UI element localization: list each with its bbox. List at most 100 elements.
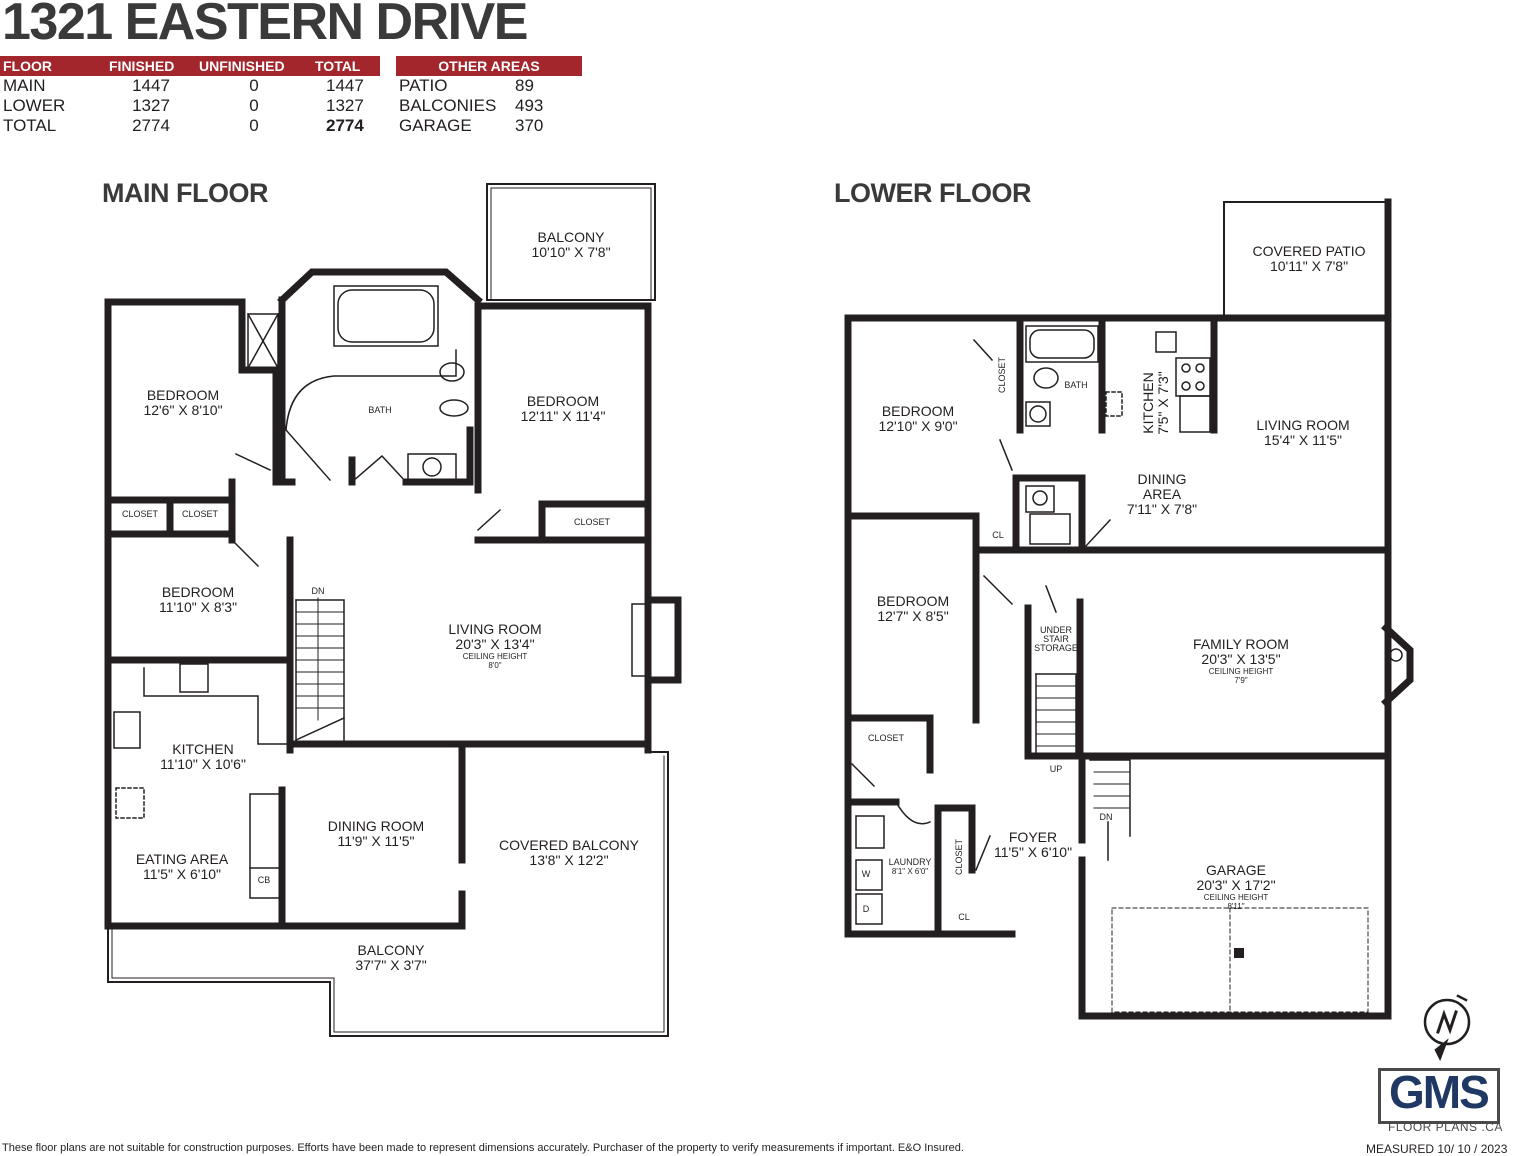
lower-closet-c-label: CLOSET xyxy=(954,838,964,876)
cell: 1327 xyxy=(326,96,364,115)
cell: 1447 xyxy=(326,76,364,95)
room-dim: 20'3" X 13'5" xyxy=(1201,651,1281,667)
other-areas-table: OTHER AREAS PATIO 89 BALCONIES 493 GARAG… xyxy=(396,56,582,136)
north-arrow-icon xyxy=(1423,994,1471,1062)
cell: 1447 xyxy=(132,76,170,95)
laundry-name: LAUNDRY xyxy=(888,857,932,867)
room-dim: 12'7" X 8'5" xyxy=(877,608,949,624)
main-closet1-label: CLOSET xyxy=(121,509,159,519)
cell: 0 xyxy=(249,116,259,135)
under-stair-line1: UNDER xyxy=(1039,625,1073,635)
room-name: KITCHEN xyxy=(172,741,234,757)
main-bath-label: BATH xyxy=(368,405,392,415)
cell: 0 xyxy=(249,76,259,95)
under-stair-line3: STORAGE xyxy=(1034,643,1078,653)
room-dim: 15'4" X 11'5" xyxy=(1263,432,1343,448)
table-row: BALCONIES 493 xyxy=(396,96,582,116)
col-floor: FLOOR xyxy=(0,56,106,76)
logo-text: GMS xyxy=(1389,1066,1490,1118)
room-dim: 11'5" X 6'10" xyxy=(993,844,1073,860)
room-ceiling-value: 8'0" xyxy=(488,661,502,670)
table-row: GARAGE 370 xyxy=(396,116,582,136)
lower-cl1-label: CL xyxy=(992,530,1004,540)
page-title: 1321 EASTERN DRIVE xyxy=(2,0,528,51)
room-dim: 11'5" X 6'10" xyxy=(142,866,222,882)
room-name: BEDROOM xyxy=(876,593,950,609)
room-dim: 11'10" X 10'6" xyxy=(160,756,246,772)
lower-up-label: UP xyxy=(1049,764,1063,774)
cell: MAIN xyxy=(3,76,46,95)
cell: 89 xyxy=(515,76,534,95)
main-floor-title: MAIN FLOOR xyxy=(102,178,268,208)
lower-patio-outline xyxy=(1111,201,1389,1013)
col-total: TOTAL xyxy=(312,56,380,76)
cell: 493 xyxy=(515,96,544,115)
lower-closet-b-label: CLOSET xyxy=(867,733,905,743)
cell: BALCONIES xyxy=(399,96,497,115)
lower-details xyxy=(850,325,1403,925)
cell: PATIO xyxy=(399,76,448,95)
logo-subtext: FLOOR PLANS .CA xyxy=(1388,1120,1503,1134)
room-name: EATING AREA xyxy=(135,851,229,867)
main-balcony-outlines xyxy=(107,183,669,1037)
room-name: DINING xyxy=(1137,471,1187,487)
under-stair-line2: STAIR xyxy=(1043,634,1069,644)
room-dim: 12'6" X 8'10" xyxy=(143,402,223,418)
table-row: TOTAL 2774 0 2774 xyxy=(0,116,380,136)
table-row: PATIO 89 xyxy=(396,76,582,96)
main-closet2-label: CLOSET xyxy=(181,509,219,519)
table-row: LOWER 1327 0 1327 xyxy=(0,96,380,116)
room-name: COVERED BALCONY xyxy=(498,837,640,853)
room-dim: 12'10" X 9'0" xyxy=(878,418,958,434)
room-dim: 20'3" X 13'4" xyxy=(455,636,535,652)
cell: LOWER xyxy=(3,96,66,115)
cell: 0 xyxy=(249,96,259,115)
main-dn-label: DN xyxy=(311,586,325,596)
other-table-header: OTHER AREAS xyxy=(396,56,582,76)
col-finished: FINISHED xyxy=(106,56,196,76)
room-dim: 12'11" X 11'4" xyxy=(520,408,606,424)
cell: 370 xyxy=(515,116,544,135)
lower-cl2-label: CL xyxy=(958,912,970,922)
cell: TOTAL xyxy=(3,116,57,135)
cell: 2774 xyxy=(132,116,170,135)
disclaimer: These floor plans are not suitable for c… xyxy=(2,1142,964,1154)
room-dim: 10'10" X 7'8" xyxy=(531,244,611,260)
cell: 1327 xyxy=(132,96,170,115)
room-name: BEDROOM xyxy=(161,584,235,600)
room-dim: 7'11" X 7'8" xyxy=(1126,501,1198,517)
lower-d-label: D xyxy=(862,904,870,914)
room-name: BEDROOM xyxy=(526,393,600,409)
room-dim: 20'3" X 17'2" xyxy=(1196,877,1276,893)
room-dim: 11'9" X 11'5" xyxy=(337,833,415,849)
room-ceiling: CEILING HEIGHT xyxy=(1208,667,1274,676)
lower-closet-a-label: CLOSET xyxy=(997,356,1007,394)
room-name: KITCHEN xyxy=(1140,372,1156,434)
room-name: LIVING ROOM xyxy=(1256,417,1350,433)
floor-table-header: FLOOR FINISHED UNFINISHED TOTAL xyxy=(0,56,380,76)
room-name: COVERED PATIO xyxy=(1252,243,1366,259)
room-dim: 13'8" X 12'2" xyxy=(529,852,609,868)
room-name: LIVING ROOM xyxy=(448,621,542,637)
room-dim: 7'5" X 7'3" xyxy=(1155,371,1171,435)
room-name: BEDROOM xyxy=(146,387,220,403)
